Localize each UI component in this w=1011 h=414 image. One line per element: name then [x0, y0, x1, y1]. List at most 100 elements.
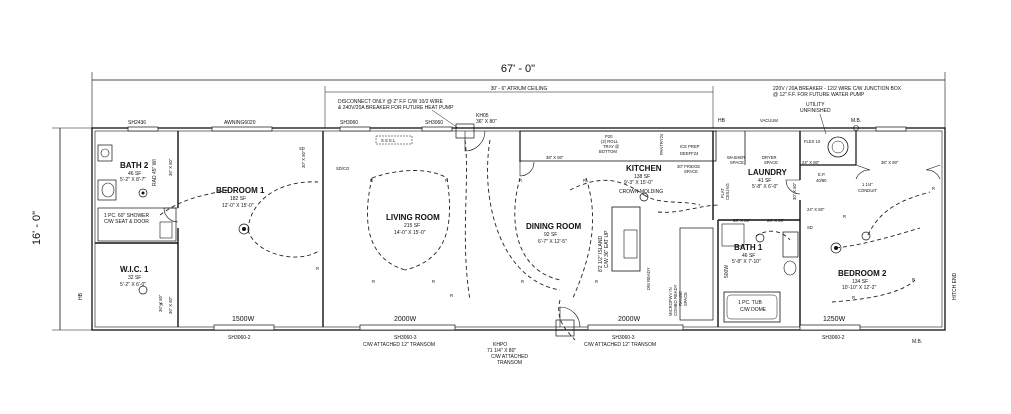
- mb-bottom-label: M.B.: [912, 339, 922, 345]
- door-label-3: 36" X 80": [168, 158, 173, 176]
- overall-length-label: 67' - 0": [501, 63, 535, 75]
- room-dining-name: DINING ROOM: [526, 222, 581, 231]
- kitchen-island: [611, 206, 641, 272]
- room-bedroom2-name: BEDROOM 2: [838, 269, 887, 278]
- heater-dining: 2000W: [618, 316, 641, 323]
- fridge-label-2: SPACE: [684, 169, 698, 174]
- sssl-label: S S S L: [381, 138, 396, 143]
- door-kh05-size-label: 36" X 80": [476, 119, 497, 125]
- room-bath2-area: 46 SF: [128, 171, 141, 177]
- room-bedroom2-dims: 10'-10" X 12'-2": [842, 285, 877, 291]
- heater-living: 2000W: [394, 316, 417, 323]
- conduit-label-1: 1 1/4": [862, 182, 873, 187]
- room-bath2-name: BATH 2: [120, 161, 149, 170]
- door-label-1: 36" X 80": [546, 155, 564, 160]
- room-wic1-area: 32 SF: [128, 275, 141, 281]
- micro-label-3: RANGE: [678, 291, 683, 306]
- heater-bedroom2: 1250W: [823, 316, 846, 323]
- flex-label: FLEX 10: [804, 139, 821, 144]
- room-bedroom1-dims: 12'-0" X 15'-0": [222, 203, 254, 209]
- hitch-end-label: HITCH END: [952, 272, 958, 300]
- recept-3: R: [372, 279, 375, 284]
- room-living-area: 215 SF: [404, 223, 420, 229]
- washer-label-1: WASHER: [727, 155, 745, 160]
- door-label-2: 30" X 80": [301, 150, 306, 168]
- micro-label-4: SPACE: [683, 292, 688, 306]
- tub-label-1: 1 PC. TUB: [738, 300, 762, 306]
- interior-walls: [95, 130, 857, 327]
- vacuum-label: VACUUM: [760, 118, 778, 123]
- disconnect-note-2: & 240V/20A BREAKER FOR FUTURE HEAT PUMP: [338, 105, 454, 111]
- bottom-windows: [213, 324, 861, 331]
- door-kh05-label: KH05: [476, 113, 489, 119]
- room-kitchen-area: 138 SF: [634, 174, 650, 180]
- hose-bib-left-label: HB: [78, 292, 84, 300]
- recept-2: R: [445, 178, 448, 183]
- recept-6: R: [519, 178, 522, 183]
- window-bottom-2-note: C/W ATTACHED 12" TRANSOM: [363, 342, 435, 348]
- utility-note: UTILITY: [806, 102, 825, 108]
- door-label-8: 36" X 80": [733, 218, 751, 223]
- overall-width-label: 16' - 0": [31, 211, 43, 245]
- ceiling-lights: [138, 188, 871, 295]
- door-khpo-note-1: C/W ATTACHED: [491, 354, 528, 360]
- shower-label-1: 1 PC. 60" SHOWER: [104, 213, 150, 219]
- recept-12: R: [843, 214, 846, 219]
- kitchen-upper-counter: [519, 130, 717, 162]
- room-wic1-dims: 5'-2" X 6'-0": [120, 282, 146, 288]
- range-counter: [679, 227, 714, 321]
- window-sh3060-right-label: SH3060: [425, 120, 443, 126]
- recept-4: R: [432, 279, 435, 284]
- ep-label-1: E.P.: [818, 172, 825, 177]
- window-awning6020-label: AWNING6020: [224, 120, 256, 126]
- recept-15: R: [932, 186, 935, 191]
- island-label-2: C/W 36" EAT UP: [604, 230, 610, 268]
- room-living-dims: 14'-0" X 15'-0": [394, 230, 426, 236]
- shower-fixture: [97, 207, 177, 242]
- p20-label-2: (2) ROLL: [601, 139, 619, 144]
- shower-label-2: C/W SEAT & DOOR: [104, 219, 149, 225]
- breaker-note-2: @ 12" F.F. FOR FUTURE WATER PUMP: [773, 92, 865, 98]
- pantry-label: PANTRY24: [659, 133, 664, 155]
- ep-label-2: 40/80: [816, 178, 827, 183]
- room-bedroom1-name: BEDROOM 1: [216, 186, 265, 195]
- room-laundry-area: 41 SF: [758, 178, 771, 184]
- dryer-label-2: SPACE: [764, 160, 778, 165]
- conduit-label-2: CONDUIT: [858, 188, 878, 193]
- window-bottom-2-code: SH3060-3: [394, 335, 417, 341]
- crown-molding-label: CROWN MOLDING: [619, 189, 663, 195]
- window-bottom-1-code: SH3060-2: [228, 335, 251, 341]
- exterior-wall: [91, 127, 946, 331]
- fridge-label-1: 30" FRIDGE: [677, 164, 700, 169]
- mb-top-label: M.B.: [851, 118, 861, 124]
- bath2-fixtures: [97, 144, 117, 201]
- tub-label-2: C/W DOME: [740, 307, 767, 313]
- bath1-fixtures: [721, 223, 799, 276]
- atrium-dimension: 30' - 6" ATRIUM CEILING: [324, 86, 714, 128]
- window-bottom-4-code: SH3060-2: [822, 335, 845, 341]
- utility-unfinished-note: UNFINISHED: [800, 108, 831, 114]
- micro-label-2: COMBO READY: [673, 284, 678, 316]
- smoke-detector-bedroom1: SD: [299, 146, 305, 151]
- recept-10: R: [160, 302, 163, 307]
- window-bottom-3-note: C/W ATTACHED 12" TRANSOM: [584, 342, 656, 348]
- room-living-name: LIVING ROOM: [386, 213, 440, 222]
- island-label-1: 8'2 1/2" ISLAND: [598, 236, 604, 272]
- deeff-label: DEEFF24: [680, 151, 699, 156]
- window-sh2436-label: SH2436: [128, 120, 146, 126]
- overall-width-dimension: 16' - 0": [31, 127, 92, 331]
- window-sh3060-left-label: SH3060: [340, 120, 358, 126]
- room-bedroom1-area: 182 SF: [230, 196, 246, 202]
- dw-label: DW READY: [646, 267, 651, 290]
- door-label-11: 36" X 80": [158, 294, 163, 312]
- recept-1: R: [370, 178, 373, 183]
- door-label-9: 24" X 80": [767, 218, 785, 223]
- door-label-10: 24" X 80": [807, 207, 825, 212]
- room-bath1-area: 46 SF: [742, 253, 755, 259]
- smoke-detector-bedroom2: SD: [807, 225, 813, 230]
- heater-bedroom1: 1500W: [232, 316, 255, 323]
- room-bath1-name: BATH 1: [734, 243, 763, 252]
- ice-prep-label: ICE PREP: [680, 144, 700, 149]
